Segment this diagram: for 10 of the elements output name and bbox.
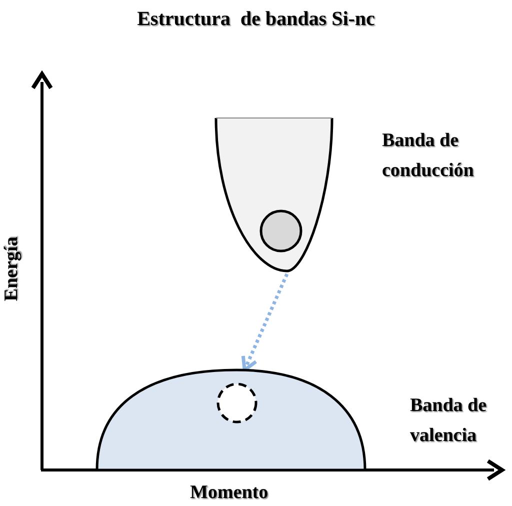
- valence-band-curve: [95, 366, 367, 472]
- y-axis-label: Energía: [1, 236, 24, 302]
- band-label: Banda de conducción: [382, 129, 475, 183]
- conduction-band-curve: [213, 116, 335, 274]
- particle-circle: [259, 209, 303, 253]
- x-axis-label: Momento: [190, 482, 268, 504]
- title: Estructura de bandas Si-nc: [136, 8, 376, 31]
- band-label: Banda de valencia: [410, 394, 488, 448]
- arrow: [241, 273, 289, 372]
- particle-circle: [216, 382, 258, 424]
